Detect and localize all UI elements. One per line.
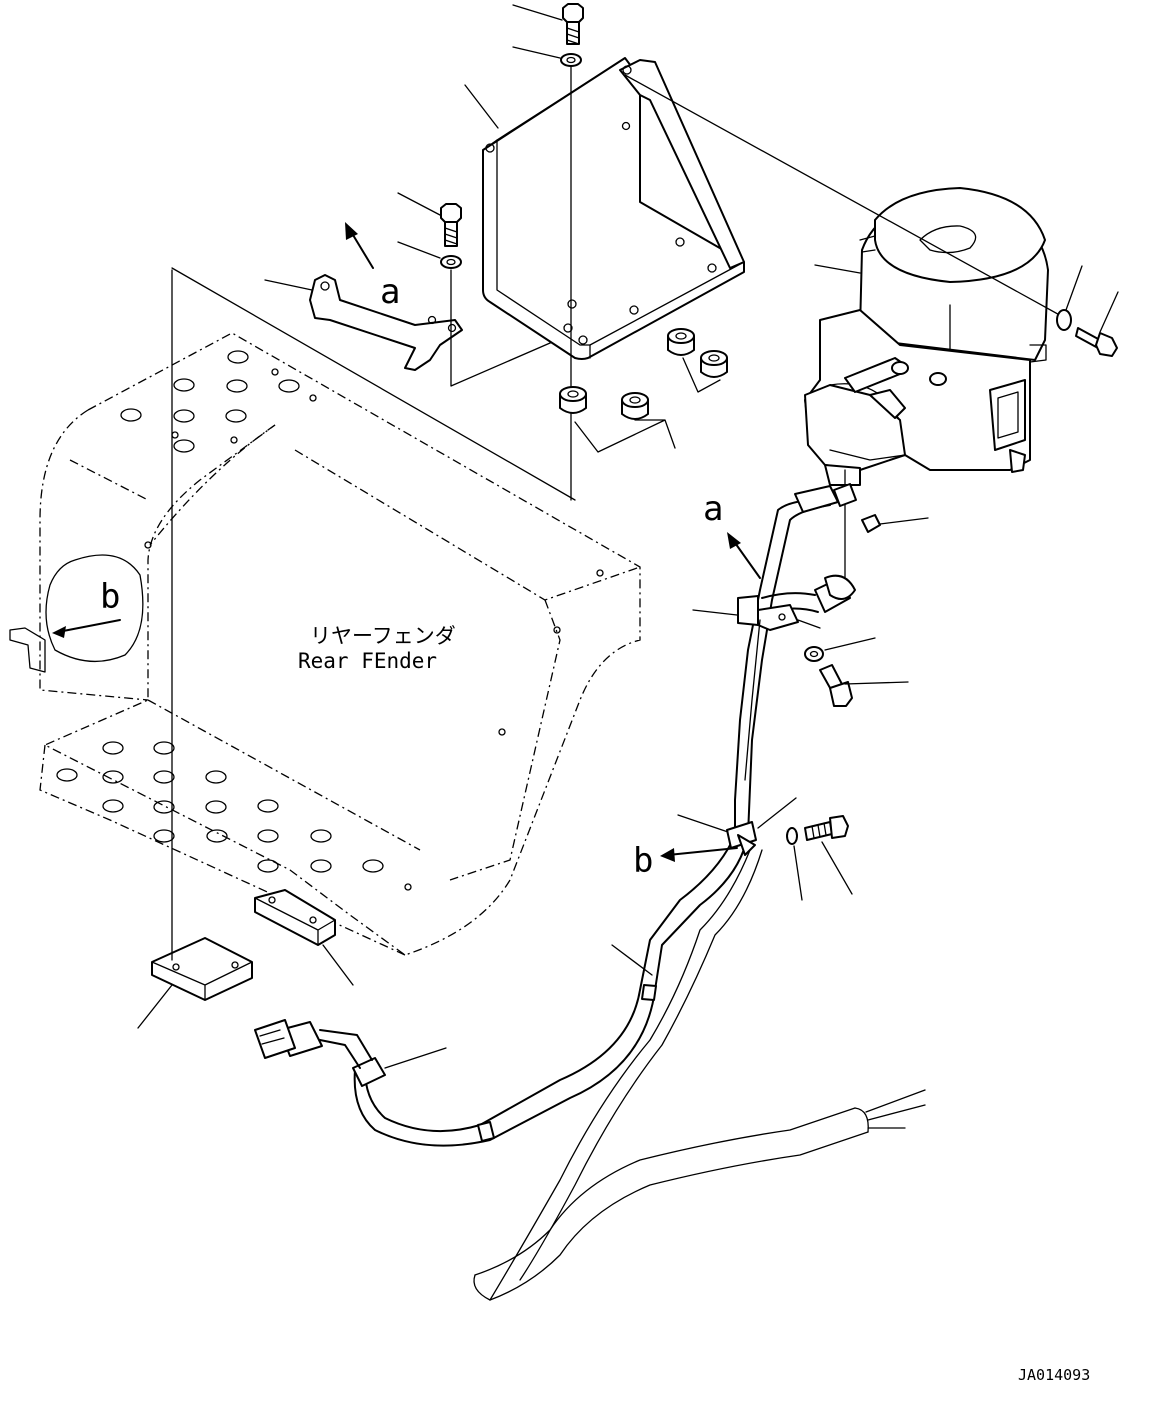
harness-clamp-washer (786, 827, 803, 901)
heater-harness (254, 483, 857, 1147)
fender-alignment-line-top (171, 267, 576, 501)
cushion-pad-small (254, 889, 354, 986)
heater-bolt (1075, 291, 1119, 357)
heater-washer (1056, 265, 1083, 331)
stay-bolt (397, 192, 462, 247)
connector-washer (804, 637, 876, 662)
view-ref-b-harness: b (633, 841, 653, 881)
view-ref-a-stay: a (380, 272, 400, 312)
view-ref-b-fender: b (100, 577, 120, 617)
fender-holes-lower (56, 541, 604, 891)
heater-unit (804, 187, 1049, 486)
view-b-arrow-harness (660, 847, 738, 862)
view-ref-a-harness: a (703, 489, 723, 529)
stay-washer (397, 241, 462, 269)
plug-cap (861, 514, 929, 533)
drawing-number: JA014093 (1018, 1366, 1090, 1384)
bracket-bolt (512, 3, 584, 45)
view-a-arrow-harness (727, 532, 761, 579)
detail-b-callout (9, 554, 144, 673)
stay-alignment-line (450, 269, 581, 387)
mounting-stay (264, 274, 463, 371)
heater-alignment-line (624, 74, 1066, 319)
main-harness (473, 619, 926, 1301)
connector-bolt (819, 664, 909, 707)
rubber-cushions (559, 328, 728, 453)
bracket-washer (512, 46, 582, 67)
fender-label-english: Rear FEnder (298, 649, 437, 673)
harness-clamp-bolt (804, 815, 853, 895)
view-a-arrow-stay (345, 222, 374, 269)
rear-fender (39, 332, 641, 956)
fender-label-japanese: リヤーフェンダ (310, 624, 456, 648)
cushion-pad-large (137, 937, 253, 1029)
fender-holes-upper (120, 350, 317, 453)
heater-bracket (464, 57, 745, 360)
